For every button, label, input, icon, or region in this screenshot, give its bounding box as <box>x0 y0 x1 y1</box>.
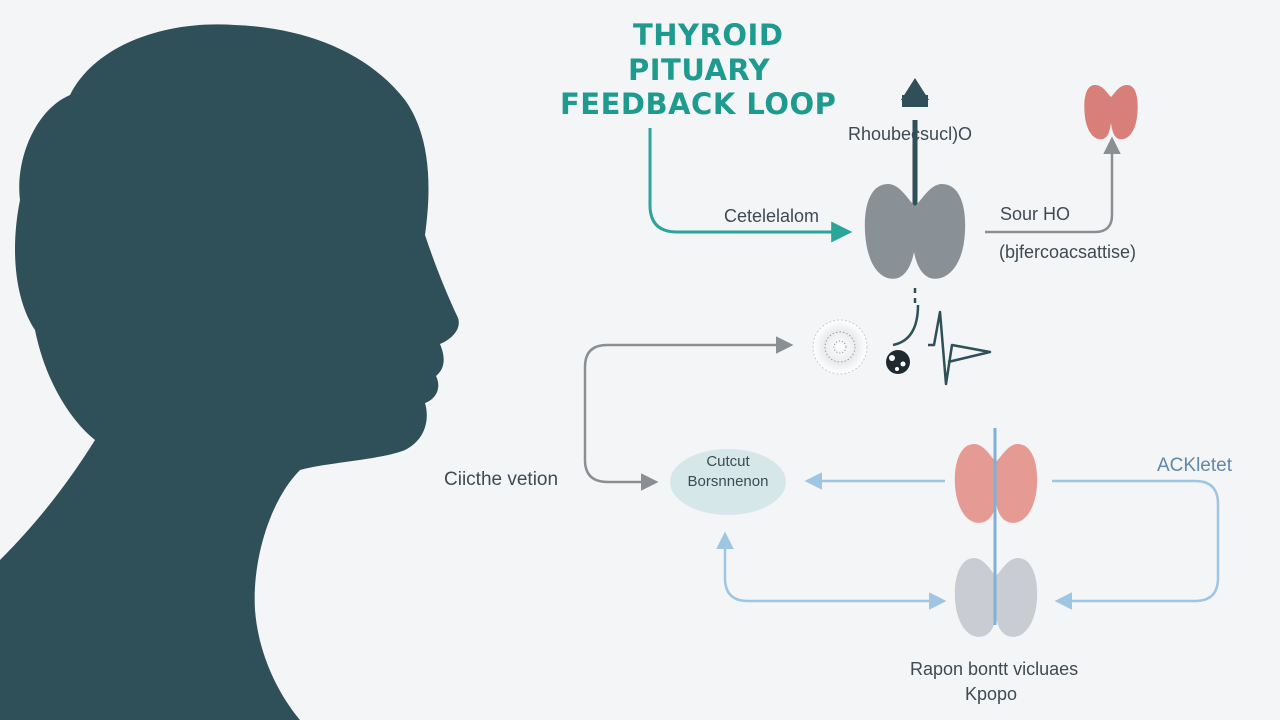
hormone-particle-icon <box>812 319 868 375</box>
teal-stimulation-arrow <box>648 128 853 243</box>
molecule-icon <box>886 350 910 374</box>
circulation-loop-arrow <box>583 336 794 491</box>
bottom-label-line-1: Rapon bontt vicluaes <box>910 659 1079 679</box>
woman-silhouette-icon <box>0 24 459 720</box>
activate-label: ACKletet <box>1157 455 1232 476</box>
circulation-label: Ciicthe vetion <box>444 469 559 490</box>
title-line-3: FEEDBACK LOOP <box>560 87 837 121</box>
serum-label: Sour HO <box>1000 204 1071 224</box>
blue-arrow-activate <box>1052 479 1220 610</box>
target-oval <box>670 449 786 515</box>
title-line-1: THYROID <box>633 18 784 52</box>
hyper-label: (bjfercoacsattise) <box>999 242 1137 262</box>
upward-secretion-arrow-head <box>901 78 929 100</box>
serum-arrow <box>985 136 1121 234</box>
title-line-2: PITUARY <box>628 53 771 87</box>
top-hormone-label: Rhoubecsucl)O <box>848 124 973 144</box>
oval-label: Cutcut Borsnnenon <box>670 452 786 492</box>
stimulation-label: Cetelelalom <box>724 206 820 226</box>
pulse-icon <box>928 310 992 386</box>
bottom-label-line-2: Kpopo <box>965 684 1018 704</box>
oval-label-line-1: Cutcut <box>706 453 750 470</box>
blue-arrow-return <box>716 531 947 610</box>
small-thyroid-icon <box>1084 85 1138 140</box>
thyroid-gland-icon <box>864 184 966 279</box>
oval-label-line-2: Borsnnenon <box>687 473 769 490</box>
